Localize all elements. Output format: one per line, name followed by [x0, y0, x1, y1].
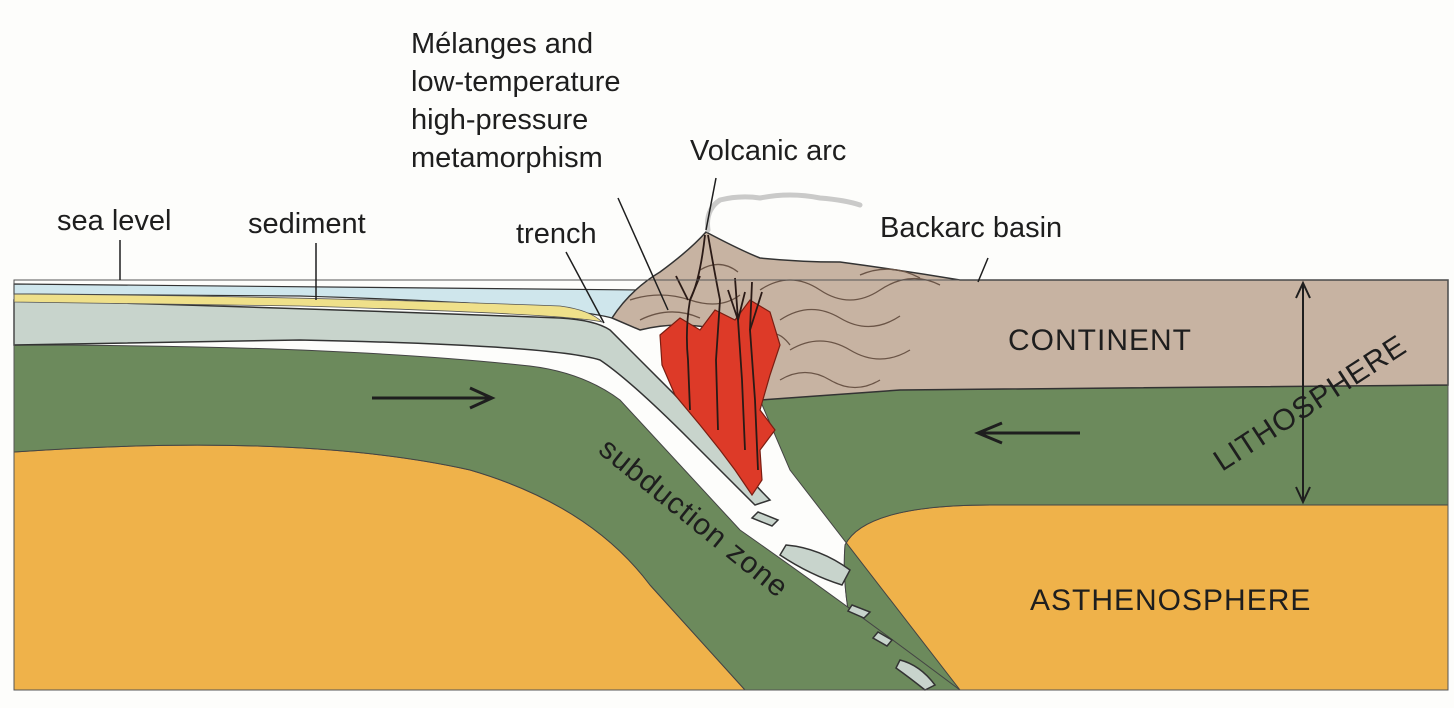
melanges-label: Mélanges and low-temperature high-pressu…	[411, 28, 629, 174]
melanges-line-1: Mélanges and	[411, 28, 593, 60]
melanges-line-4: metamorphism	[411, 142, 603, 174]
continent-label: CONTINENT	[1008, 324, 1192, 357]
asthenosphere-label: ASTHENOSPHERE	[1030, 584, 1311, 617]
sediment-label: sediment	[248, 208, 366, 240]
sea-level-label: sea level	[57, 205, 171, 237]
trench-label: trench	[516, 218, 597, 250]
volcanic-plume	[708, 195, 861, 230]
melanges-line-2: low-temperature	[411, 66, 621, 98]
backarc-basin-label: Backarc basin	[880, 212, 1062, 244]
crust-sliver-1	[752, 512, 778, 526]
volcanic-arc-label: Volcanic arc	[690, 135, 846, 167]
melanges-line-3: high-pressure	[411, 104, 588, 136]
